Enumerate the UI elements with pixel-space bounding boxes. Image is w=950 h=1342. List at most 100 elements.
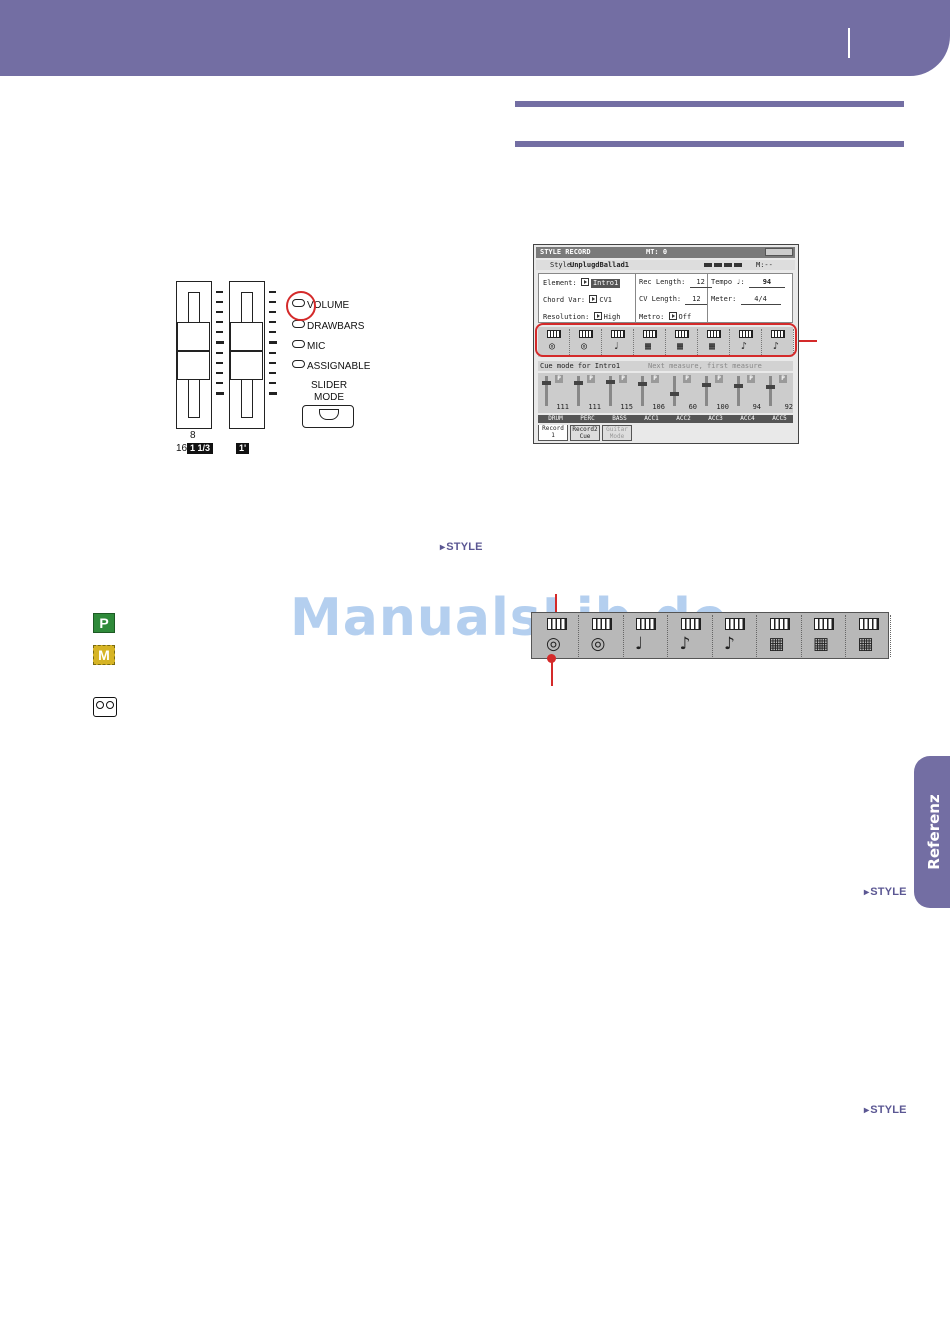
play-status-icon[interactable]: P [619, 375, 627, 383]
mode-assignable: ASSIGNABLE [292, 360, 370, 372]
fader-cap[interactable] [638, 381, 647, 386]
lcd-track[interactable]: ▦ [668, 329, 698, 355]
slider-ticks-2 [269, 291, 277, 403]
play-status-icon[interactable]: P [651, 375, 659, 383]
style-link-3[interactable]: STYLE [864, 1104, 907, 1116]
play-status-icon[interactable]: P [683, 375, 691, 383]
led-icon [292, 340, 305, 348]
fader-cap[interactable] [702, 382, 711, 387]
tape-recorder-icon [93, 697, 117, 717]
volume-value: 60 [688, 403, 697, 411]
resolution-param[interactable]: Resolution: High [543, 312, 621, 321]
strip-track[interactable]: ♪ [712, 615, 757, 657]
slider-knob[interactable] [230, 322, 263, 380]
piano-icon: ▦ [645, 341, 652, 352]
play-status-icon[interactable]: P [555, 375, 563, 383]
strip-track[interactable]: ◎ [534, 615, 579, 657]
rec-length-param[interactable]: Rec Length: 12 [639, 278, 712, 288]
play-status-icon[interactable]: P [779, 375, 787, 383]
play-status-icon[interactable]: P [747, 375, 755, 383]
tempo-param[interactable]: Tempo ♩: 94 [711, 278, 785, 288]
modified-m-icon: M [93, 645, 115, 665]
mixer-channel[interactable]: P 106 [636, 375, 667, 413]
play-status-icon[interactable]: P [715, 375, 723, 383]
cv-length-param[interactable]: CV Length: 12 [639, 295, 708, 305]
fader-cap[interactable] [670, 391, 679, 396]
channel-label: PERC [580, 415, 595, 422]
style-link-2[interactable]: STYLE [864, 886, 907, 898]
keyboard-icon [636, 618, 656, 630]
play-status-icon[interactable]: P [587, 375, 595, 383]
metro-param[interactable]: Metro: Off [639, 312, 692, 321]
lcd-track[interactable]: ▦ [700, 329, 730, 355]
meter-param[interactable]: Meter: 4/4 [711, 295, 781, 305]
fader-cap[interactable] [542, 380, 551, 385]
mode-drawbars: DRAWBARS [292, 320, 364, 332]
callout-line-bottom [551, 660, 553, 686]
arrow-icon [580, 278, 589, 286]
strip-track[interactable]: ▦ [801, 615, 846, 657]
lcd-track[interactable]: ♩ [604, 329, 634, 355]
keyboard-icon [725, 618, 745, 630]
volume-value: 92 [784, 403, 793, 411]
guitar-icon: ♪ [679, 634, 691, 654]
lcd-menu-button[interactable] [765, 248, 793, 256]
fader-cap[interactable] [606, 379, 615, 384]
strip-track[interactable]: ♩ [623, 615, 668, 657]
side-tab-referenz[interactable]: Referenz [914, 756, 950, 908]
side-tab-label: Referenz [925, 794, 943, 870]
fader-slot [609, 376, 612, 406]
lcd-track[interactable]: ◎ [540, 329, 570, 355]
piano-icon: ▦ [813, 634, 830, 654]
drum-icon: ◎ [549, 341, 556, 352]
channel-label: ACC1 [644, 415, 659, 422]
volume-value: 106 [652, 403, 665, 411]
section-rule-top [515, 101, 904, 107]
lcd-parameters: Element: Intro1 Chord Var: CV1 Resolutio… [538, 273, 793, 323]
channel-label: DRUM [548, 415, 563, 422]
strip-track[interactable]: ◎ [579, 615, 624, 657]
strip-track[interactable]: ▦ [757, 615, 802, 657]
lcd-track[interactable]: ◎ [572, 329, 602, 355]
style-link-1[interactable]: STYLE [440, 541, 483, 553]
led-icon [292, 360, 305, 368]
callout-dot [547, 654, 556, 663]
fader-cap[interactable] [766, 384, 775, 389]
lcd-track[interactable]: ♪ [764, 329, 794, 355]
lcd-style-name: UnplugdBallad1 [570, 261, 630, 269]
lcd-track[interactable]: ♪ [732, 329, 762, 355]
mixer-channel[interactable]: P 60 [668, 375, 699, 413]
lcd-cue-row[interactable]: Cue mode for Intro1 Next measure, first … [538, 361, 793, 371]
keyboard-icon [858, 618, 879, 630]
mixer-channel[interactable]: P 92 [764, 375, 795, 413]
lcd-beat-indicator [704, 263, 742, 267]
divider [635, 274, 636, 322]
lcd-track[interactable]: ▦ [636, 329, 666, 355]
fader-cap[interactable] [734, 384, 743, 389]
keyboard-icon [769, 618, 790, 630]
lcd-title: STYLE RECORD [540, 248, 591, 256]
slider-track-2 [229, 281, 265, 429]
slider-knob[interactable] [177, 322, 210, 380]
chord-var-param[interactable]: Chord Var: CV1 [543, 295, 613, 304]
fader-cap[interactable] [574, 380, 583, 385]
slider-mode-button[interactable] [302, 405, 354, 428]
lcd-screen: STYLE RECORD MT: 0 Style: UnplugdBallad1… [533, 244, 799, 444]
arrow-icon [668, 312, 677, 320]
guitar-icon: ♪ [741, 341, 748, 352]
lcd-style-label: Style: [550, 261, 576, 269]
keyboard-icon [739, 330, 753, 338]
strip-track[interactable]: ▦ [846, 615, 891, 657]
strip-track[interactable]: ♪ [668, 615, 713, 657]
element-param[interactable]: Element: Intro1 [543, 278, 621, 288]
